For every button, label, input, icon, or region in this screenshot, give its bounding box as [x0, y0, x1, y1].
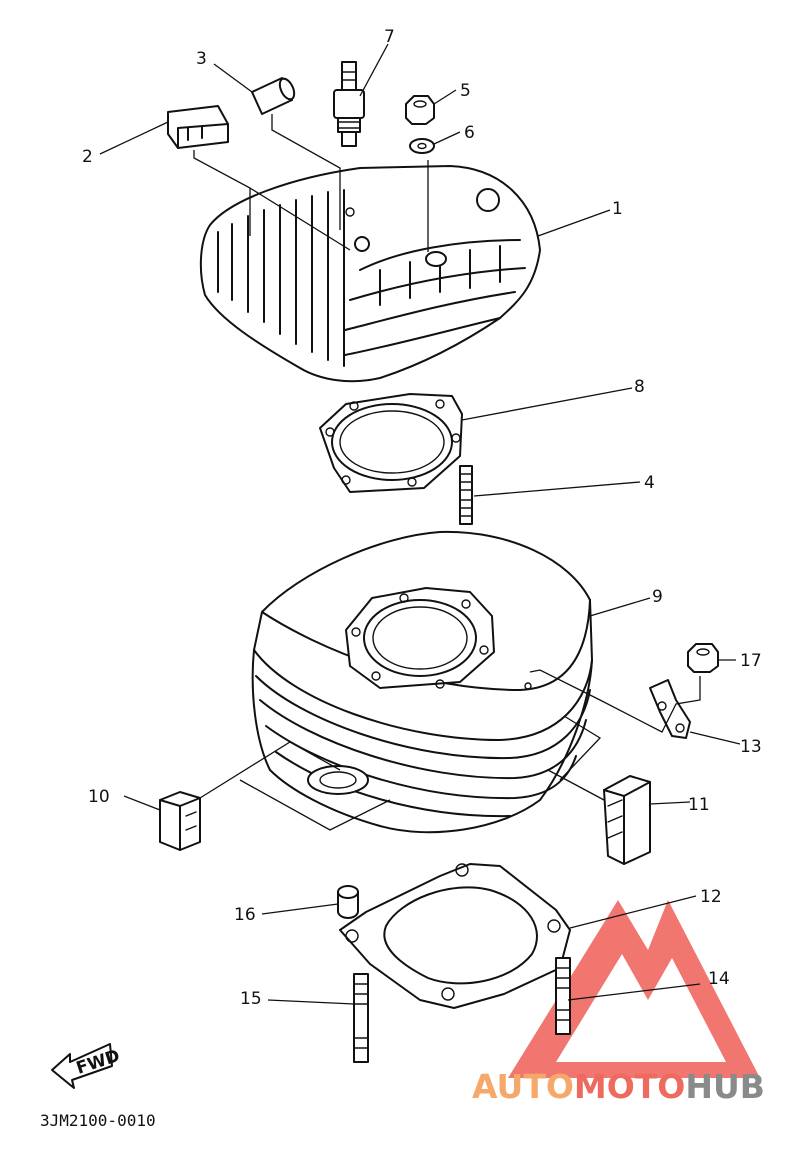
bracket — [649, 679, 691, 739]
nut-upper — [405, 95, 435, 125]
callout-1: 1 — [612, 199, 623, 219]
forward-arrow-icon: FWD — [51, 1043, 122, 1089]
callout-7: 7 — [384, 27, 395, 47]
callout-11: 11 — [688, 795, 710, 815]
dowel-sleeve — [251, 77, 296, 115]
stud-lower-right — [555, 957, 571, 1035]
callout-16: 16 — [234, 905, 256, 925]
callout-17: 17 — [740, 651, 762, 671]
watermark-text-auto: AUTO — [472, 1067, 574, 1106]
forward-label: FWD — [74, 1046, 122, 1079]
callout-15: 15 — [240, 989, 262, 1009]
callout-4: 4 — [644, 473, 655, 493]
callout-14: 14 — [708, 969, 730, 989]
callout-5: 5 — [460, 81, 471, 101]
damper-right — [603, 775, 651, 865]
diagram-code: 3JM2100-0010 — [40, 1111, 156, 1130]
damper-left — [159, 791, 201, 851]
callout-10: 10 — [88, 787, 110, 807]
nut-lower — [687, 643, 719, 673]
callout-9: 9 — [652, 587, 663, 607]
spark-plug — [333, 61, 365, 147]
stud-lower-left — [353, 973, 369, 1063]
head-gasket — [319, 393, 463, 493]
stud-upper — [459, 465, 473, 525]
callout-8: 8 — [634, 377, 645, 397]
watermark-text: AUTOMOTOHUB — [472, 1067, 765, 1106]
cylinder — [251, 530, 593, 834]
plug — [337, 885, 359, 919]
damper-upper — [167, 105, 229, 149]
callout-3: 3 — [196, 49, 207, 69]
callout-12: 12 — [700, 887, 722, 907]
watermark-text-hub: HUB — [685, 1067, 765, 1106]
watermark-text-moto: MOTO — [574, 1067, 685, 1106]
leader-lines — [99, 43, 741, 1005]
callout-13: 13 — [740, 737, 762, 757]
callout-6: 6 — [464, 123, 475, 143]
washer — [409, 138, 435, 154]
callout-2: 2 — [82, 147, 93, 167]
cylinder-head — [199, 165, 541, 383]
base-gasket — [339, 863, 571, 1009]
